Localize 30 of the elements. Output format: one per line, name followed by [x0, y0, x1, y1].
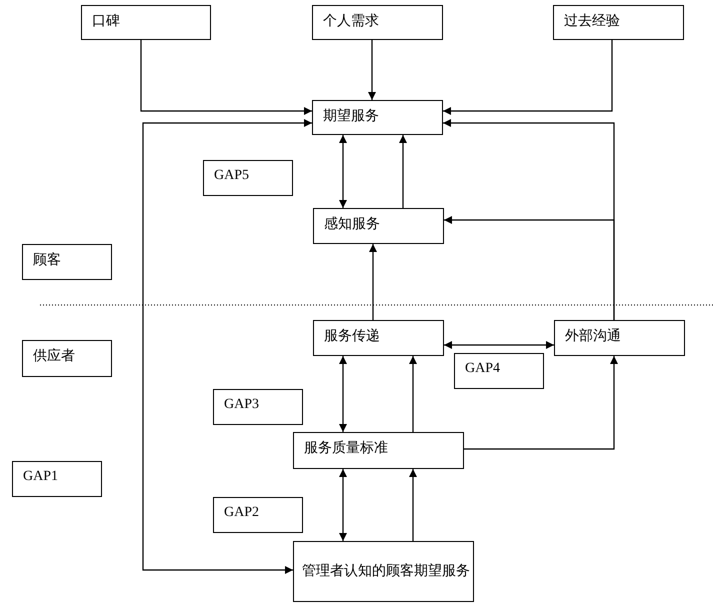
process-box: 个人需求 — [312, 5, 443, 40]
process-box: 感知服务 — [313, 208, 444, 244]
process-box: 服务传递 — [313, 320, 444, 356]
arrow — [464, 356, 618, 450]
arrow — [369, 244, 377, 320]
arrow — [140, 40, 312, 115]
process-box: 管理者认知的顾客期望服务 — [293, 541, 474, 602]
arrow — [368, 40, 376, 100]
arrow — [339, 356, 347, 432]
gap-label-box: GAP5 — [203, 160, 293, 196]
process-box: 外部沟通 — [554, 320, 685, 356]
arrow — [409, 356, 417, 432]
process-box: 服务质量标准 — [293, 432, 464, 469]
process-box: 过去经验 — [553, 5, 684, 40]
arrow — [339, 135, 347, 208]
arrow — [443, 40, 613, 115]
process-box: 口碑 — [81, 5, 211, 40]
arrow — [142, 119, 312, 574]
process-box: 供应者 — [22, 340, 112, 377]
gap-label-box: GAP2 — [213, 497, 303, 533]
process-box: 期望服务 — [312, 100, 443, 135]
arrow — [444, 341, 554, 349]
arrow — [444, 216, 615, 320]
arrow — [399, 135, 407, 208]
arrow — [339, 469, 347, 541]
gap-label-box: GAP4 — [454, 353, 544, 389]
arrow — [409, 469, 417, 541]
gap-label-box: GAP1 — [12, 461, 102, 497]
gap-label-box: GAP3 — [213, 389, 303, 425]
process-box: 顾客 — [22, 244, 112, 280]
